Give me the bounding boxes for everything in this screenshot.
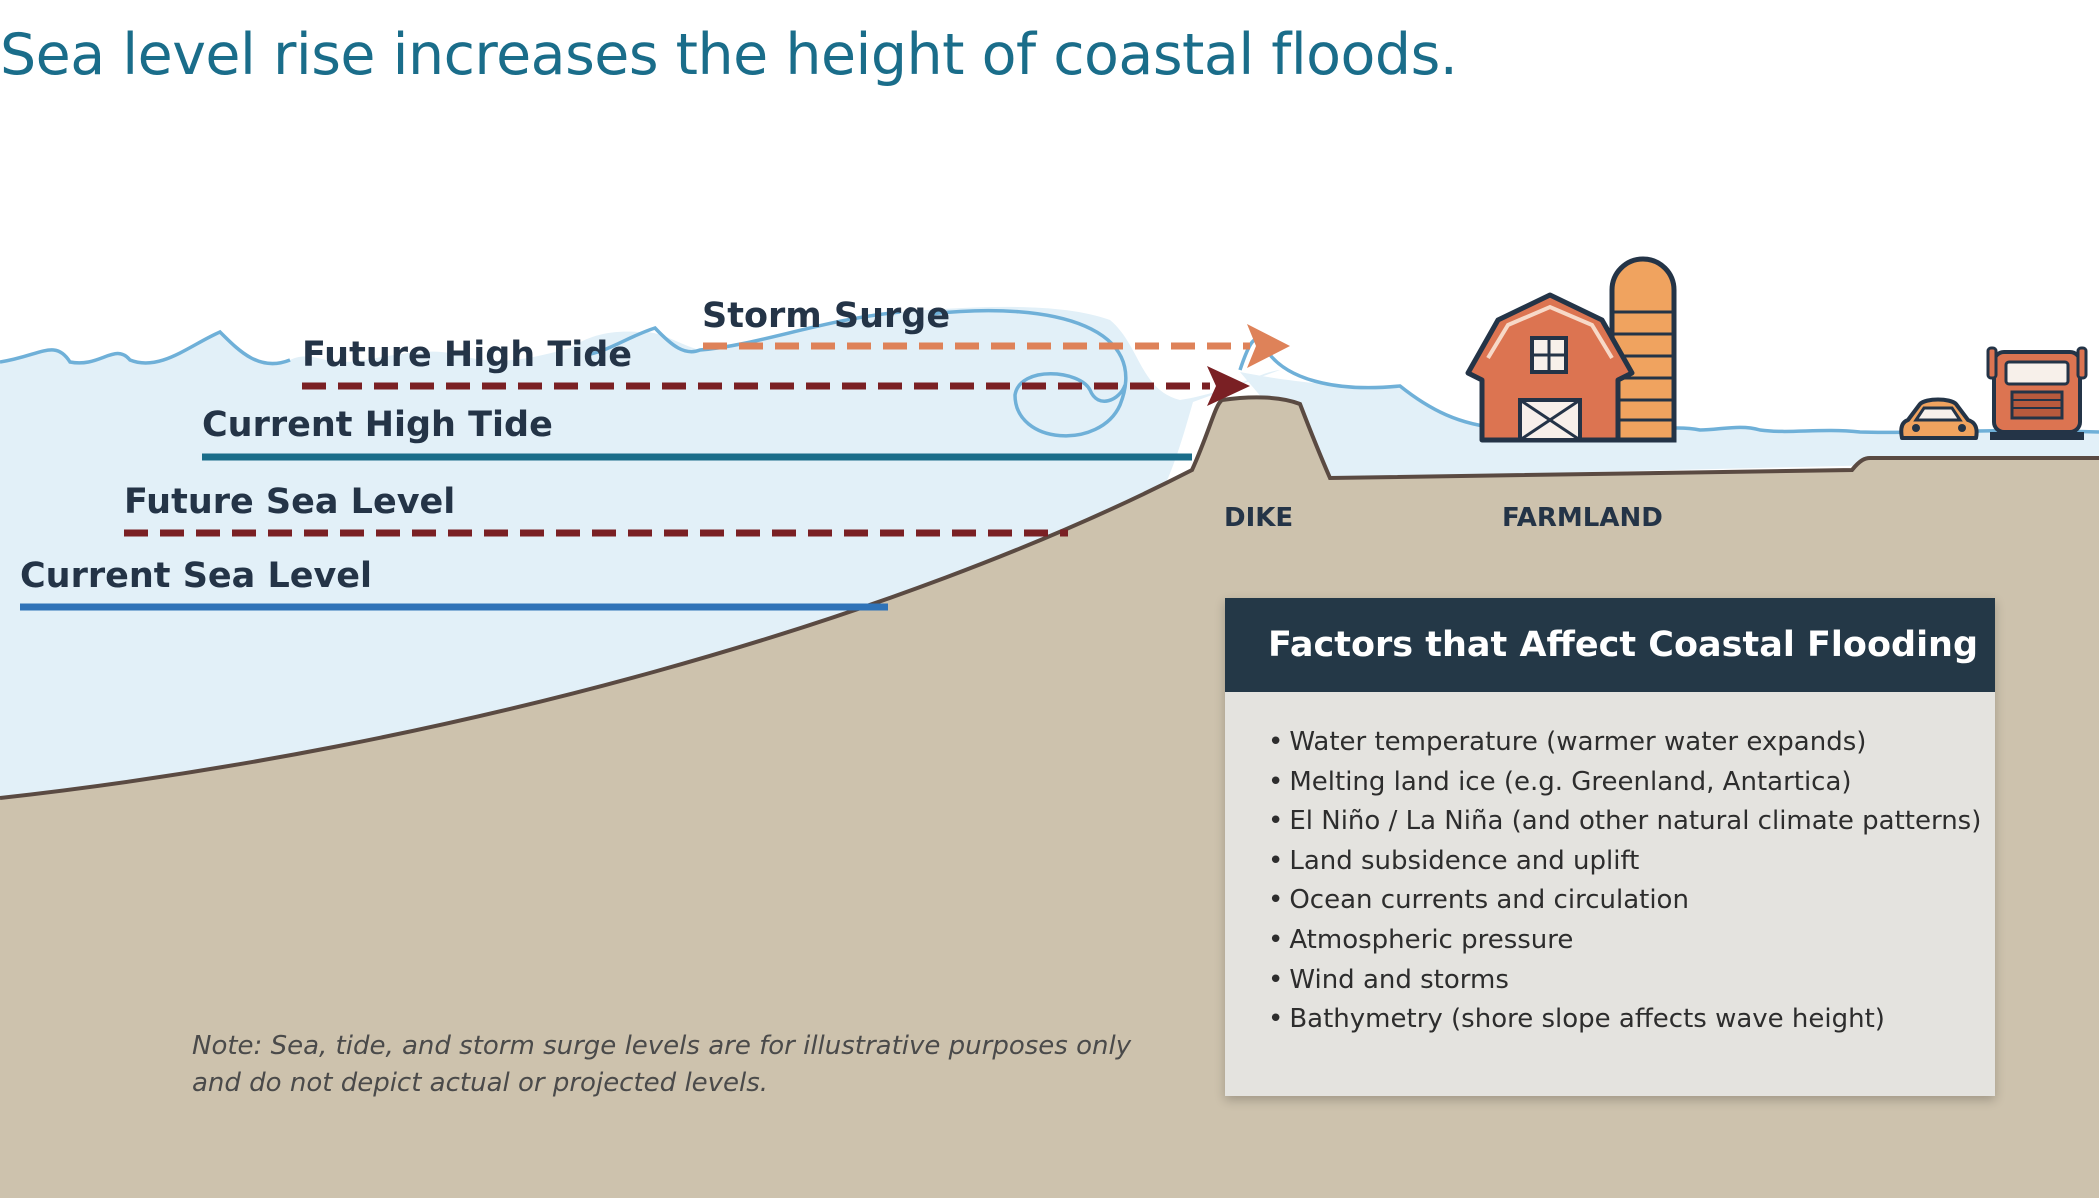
note-line-1: Note: Sea, tide, and storm surge levels … — [192, 1031, 1132, 1061]
list-item: •Ocean currents and circulation — [1268, 881, 1995, 921]
list-item-text: Melting land ice (e.g. Greenland, Antart… — [1289, 766, 1852, 797]
list-item: •El Niño / La Niña (and other natural cl… — [1268, 802, 1995, 842]
bullet: • — [1268, 766, 1284, 797]
future-high-tide-label: Future High Tide — [302, 335, 633, 375]
bullet: • — [1268, 964, 1284, 995]
flood-water — [1240, 372, 2099, 478]
bullet: • — [1268, 885, 1284, 916]
bullet: • — [1268, 924, 1284, 955]
note-line-2: and do not depict actual or projected le… — [192, 1068, 769, 1098]
list-item-text: Water temperature (warmer water expands) — [1289, 727, 1867, 757]
list-item: •Melting land ice (e.g. Greenland, Antar… — [1268, 763, 1995, 803]
bullet: • — [1268, 806, 1284, 837]
farmland-label: FARMLAND — [1502, 503, 1663, 533]
future-high-tide-arrowhead — [1207, 366, 1250, 406]
truck-icon — [1986, 346, 2088, 440]
list-item-text: Atmospheric pressure — [1289, 924, 1574, 955]
ground-edge — [0, 395, 2099, 800]
list-item-text: Wind and storms — [1289, 964, 1509, 995]
list-item: •Atmospheric pressure — [1268, 921, 1995, 961]
list-item-text: Ocean currents and circulation — [1289, 885, 1689, 916]
wave-line-middle — [589, 310, 901, 356]
ocean-water — [0, 306, 1280, 800]
factors-panel: Factors that Affect Coastal Flooding •Wa… — [1225, 598, 1995, 1096]
bullet: • — [1268, 727, 1284, 757]
storm-surge-label: Storm Surge — [702, 296, 951, 336]
barn-icon — [1465, 292, 1635, 443]
list-item: •Water temperature (warmer water expands… — [1268, 723, 1995, 763]
factors-list: •Water temperature (warmer water expands… — [1225, 692, 1995, 1040]
storm-surge-arrowhead — [1247, 324, 1290, 368]
current-high-tide-label: Current High Tide — [202, 405, 553, 445]
wave-line-left — [0, 329, 291, 366]
list-item: •Land subsidence and uplift — [1268, 842, 1995, 882]
storm-surge-curl — [929, 308, 1128, 438]
list-item: •Bathymetry (shore slope affects wave he… — [1268, 1000, 1995, 1040]
bullet: • — [1268, 1004, 1284, 1035]
list-item-text: Bathymetry (shore slope affects wave hei… — [1289, 1004, 1885, 1035]
list-item-text: El Niño / La Niña (and other natural cli… — [1289, 806, 1982, 837]
list-item: •Wind and storms — [1268, 961, 1995, 1001]
dike-label: DIKE — [1224, 503, 1294, 533]
illustrative-note: Note: Sea, tide, and storm surge levels … — [192, 1028, 1131, 1102]
silo-icon — [1609, 256, 1677, 443]
current-sea-level-label: Current Sea Level — [20, 556, 373, 596]
factors-panel-heading: Factors that Affect Coastal Flooding — [1225, 598, 1995, 692]
car-icon — [1899, 397, 1979, 440]
page-title: Sea level rise increases the height of c… — [0, 22, 1458, 88]
future-sea-level-label: Future Sea Level — [124, 482, 456, 522]
list-item-text: Land subsidence and uplift — [1289, 845, 1640, 876]
bullet: • — [1268, 845, 1284, 876]
